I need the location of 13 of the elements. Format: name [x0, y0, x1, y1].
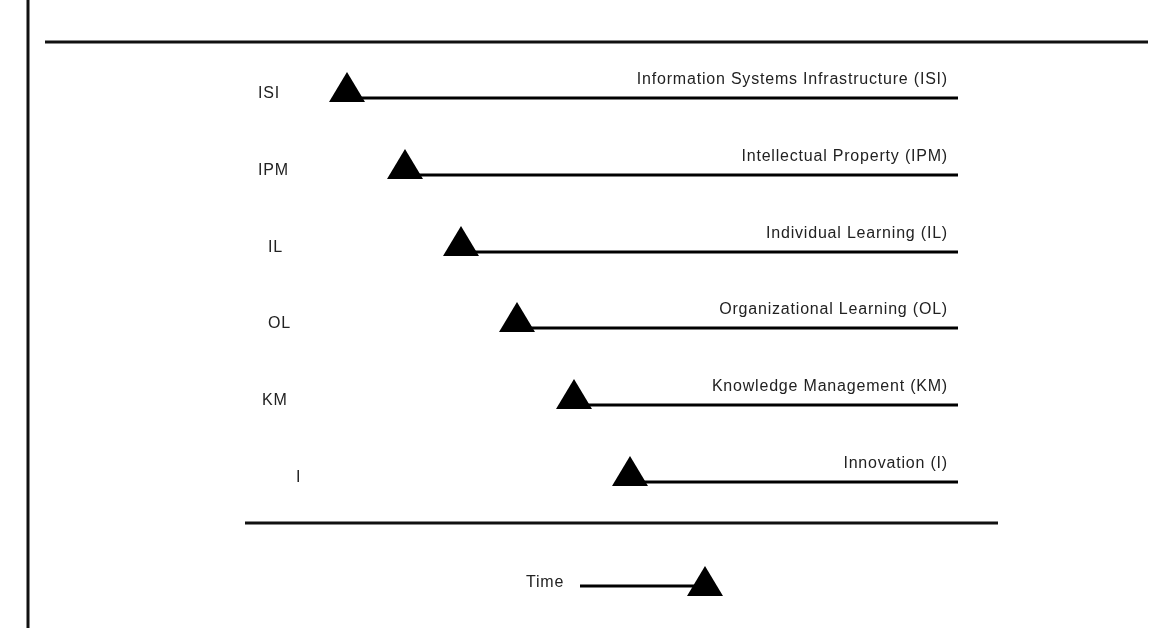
row-label: IPM — [258, 161, 289, 179]
phase-label: Information Systems Infrastructure (ISI) — [636, 70, 948, 88]
row-label: ISI — [258, 84, 280, 102]
phase-label: Innovation (I) — [843, 454, 948, 472]
phase-label: Individual Learning (IL) — [766, 224, 948, 242]
axis-label: Time — [526, 573, 565, 591]
row-label: IL — [268, 238, 283, 256]
row-label: OL — [268, 314, 291, 332]
phase-label: Intellectual Property (IPM) — [741, 147, 948, 165]
phase-label: Knowledge Management (KM) — [711, 377, 948, 395]
row-label: I — [296, 468, 302, 486]
phase-label: Organizational Learning (OL) — [719, 300, 948, 318]
row-label: KM — [262, 391, 288, 409]
